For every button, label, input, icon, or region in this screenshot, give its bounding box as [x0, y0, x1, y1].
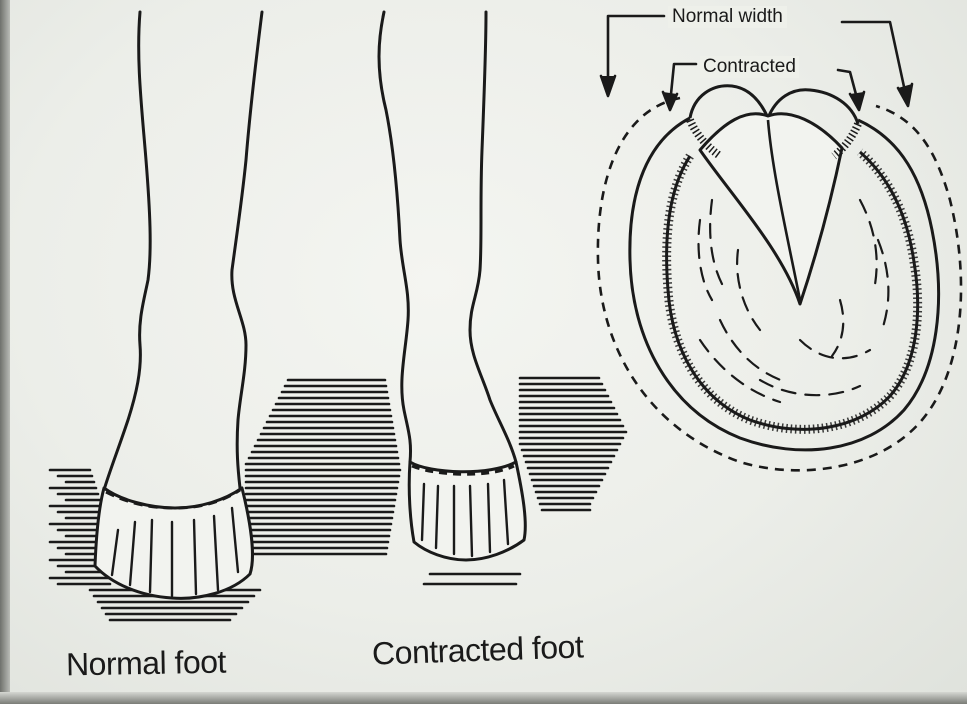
contracted-foot-leg [379, 12, 516, 462]
normal-hoof [95, 488, 252, 598]
contracted-label: Contracted [700, 56, 799, 78]
contracted-foot-label: Contracted foot [371, 628, 583, 672]
contracted-ground-lines [424, 574, 520, 584]
sole-ridge [860, 200, 877, 290]
sole-ridge [760, 380, 860, 395]
hoof-sole-view [598, 86, 961, 471]
sole-ridge [710, 200, 722, 284]
sole-ridge [737, 250, 760, 330]
normal-width-label: Normal width [668, 6, 787, 28]
sole-ridge [832, 300, 843, 356]
sole-ridge [720, 320, 786, 382]
normal-foot-label: Normal foot [66, 644, 227, 684]
sole-ridge [878, 240, 888, 330]
contracted-hoof [409, 462, 525, 560]
sole-ridge [800, 340, 870, 358]
normal-foot-leg [104, 12, 262, 490]
